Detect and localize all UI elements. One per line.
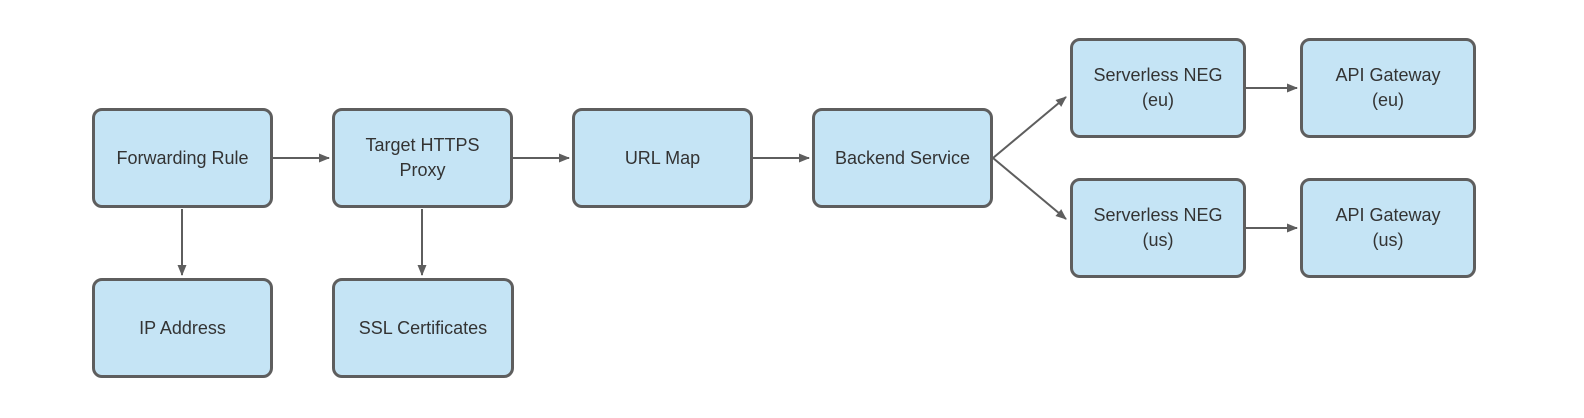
node-ssl-certificates: SSL Certificates bbox=[332, 278, 514, 378]
node-serverless-neg-eu: Serverless NEG (eu) bbox=[1070, 38, 1246, 138]
node-target-https-proxy-label-line1: Target HTTPS bbox=[365, 135, 480, 155]
node-ip-address-label: IP Address bbox=[139, 317, 226, 338]
node-forwarding-rule-label: Forwarding Rule bbox=[116, 147, 249, 168]
node-api-gateway-eu-label-line1: API Gateway bbox=[1335, 65, 1441, 85]
node-api-gateway-eu-label-line2: (eu) bbox=[1371, 90, 1404, 110]
node-serverless-neg-us: Serverless NEG (us) bbox=[1070, 178, 1246, 278]
node-serverless-neg-us-label-line2: (us) bbox=[1142, 230, 1174, 250]
node-url-map-label: URL Map bbox=[624, 147, 701, 168]
node-backend-service-label: Backend Service bbox=[834, 147, 971, 168]
node-ssl-certificates-label: SSL Certificates bbox=[358, 317, 488, 338]
node-api-gateway-eu: API Gateway (eu) bbox=[1300, 38, 1476, 138]
node-target-https-proxy-label-line2: Proxy bbox=[399, 160, 446, 180]
edge-backend-service-to-serverless-neg-us bbox=[992, 157, 1067, 220]
node-api-gateway-us-label-line1: API Gateway bbox=[1335, 205, 1441, 225]
node-serverless-neg-eu-label-line2: (eu) bbox=[1141, 90, 1174, 110]
node-backend-service: Backend Service bbox=[812, 108, 993, 208]
node-api-gateway-us: API Gateway (us) bbox=[1300, 178, 1476, 278]
node-ip-address: IP Address bbox=[92, 278, 273, 378]
node-serverless-neg-us-label-line1: Serverless NEG bbox=[1093, 205, 1223, 225]
node-forwarding-rule: Forwarding Rule bbox=[92, 108, 273, 208]
node-api-gateway-us-label-line2: (us) bbox=[1372, 230, 1404, 250]
node-target-https-proxy: Target HTTPS Proxy bbox=[332, 108, 513, 208]
node-serverless-neg-eu-label-line1: Serverless NEG bbox=[1093, 65, 1223, 85]
node-url-map: URL Map bbox=[572, 108, 753, 208]
edge-backend-service-to-serverless-neg-eu bbox=[992, 96, 1067, 159]
